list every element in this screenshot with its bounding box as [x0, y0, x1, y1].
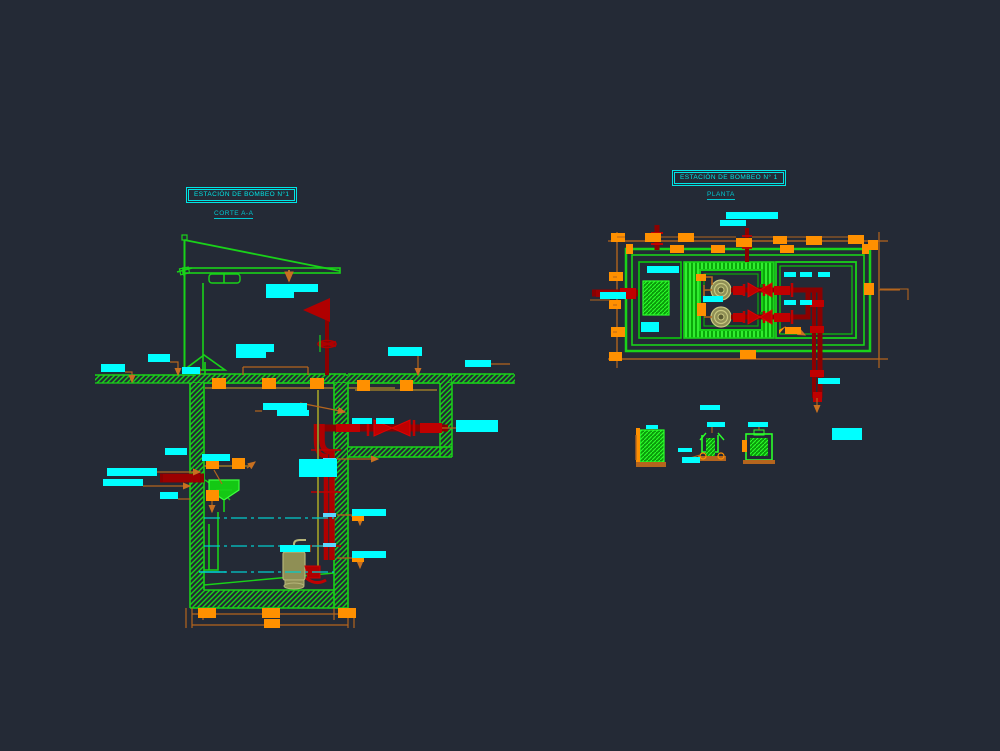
- plan-text-label-8: [818, 272, 830, 277]
- section-text-label-21: [280, 545, 310, 552]
- plan-subtitle: PLANTA: [707, 191, 735, 200]
- section-text-label-6: [388, 347, 422, 356]
- pump-2: [710, 306, 732, 328]
- section-text-label-22: [182, 367, 200, 374]
- plan-text-label-12: [832, 428, 862, 440]
- section-text-label-13: [107, 468, 157, 476]
- plan-text-label-0: [726, 212, 778, 219]
- section-text-label-9: [277, 410, 309, 416]
- section-text-label-8: [263, 403, 307, 410]
- section-text-label-20: [352, 551, 386, 558]
- plan-text-label-2: [647, 266, 679, 273]
- plan-text-label-11: [818, 378, 840, 384]
- wet-well-structure: [189, 383, 349, 609]
- section-text-label-7: [465, 360, 491, 367]
- section-view-corte-aa: [95, 234, 515, 628]
- section-text-label-17: [160, 492, 178, 499]
- plan-text-label-15: [748, 422, 768, 427]
- section-text-label-4: [148, 354, 170, 362]
- plan-text-label-14: [707, 422, 725, 427]
- plan-text-label-6: [784, 272, 796, 277]
- plan-text-label-3: [703, 296, 723, 302]
- section-text-label-19: [352, 509, 386, 516]
- section-text-label-15: [165, 448, 187, 455]
- section-text-label-11: [376, 418, 394, 424]
- plan-text-label-18: [682, 457, 700, 463]
- detail-bomba: [698, 432, 726, 461]
- plan-text-label-9: [784, 300, 796, 305]
- plan-text-label-13: [700, 405, 720, 410]
- plan-text-label-16: [646, 425, 658, 429]
- plan-title-box: ESTACIÓN DE BOMBEO N° 1: [672, 170, 786, 186]
- bottom-elbow: [204, 512, 219, 571]
- section-text-label-0: [266, 284, 318, 292]
- top-slab: [196, 366, 395, 389]
- section-text-label-10: [352, 418, 372, 424]
- vent-pipe: [303, 298, 337, 375]
- section-text-label-2: [236, 344, 274, 352]
- detail-motor: [742, 429, 775, 464]
- discharge-piping-plan: [731, 282, 824, 402]
- valve-chamber: [348, 373, 453, 458]
- plan-text-label-5: [600, 292, 626, 299]
- plan-text-label-1: [720, 220, 746, 226]
- section-title-box: ESTACIÓN DE BOMBEO N°1: [186, 187, 298, 203]
- section-text-label-1: [266, 292, 294, 298]
- section-title-text: ESTACIÓN DE BOMBEO N°1: [188, 189, 296, 201]
- plan-title-text: ESTACIÓN DE BOMBEO N° 1: [674, 172, 784, 184]
- plan-text-label-4: [641, 322, 659, 332]
- inlet-pipe: [160, 473, 240, 512]
- detail-tablero: [635, 428, 666, 467]
- water-levels: [204, 517, 334, 573]
- plan-text-label-10: [800, 300, 812, 305]
- left-chamber-plan: [638, 261, 682, 339]
- plan-view: [590, 225, 909, 414]
- wet-well-slab-plan: [683, 261, 775, 339]
- section-text-label-3: [236, 352, 266, 358]
- section-text-label-18: [299, 459, 337, 477]
- section-text-label-12: [456, 420, 498, 432]
- detail-views: [635, 426, 775, 467]
- section-text-label-16: [202, 454, 230, 461]
- section-subtitle: CORTE A-A: [214, 210, 254, 219]
- section-text-label-5: [101, 364, 125, 372]
- text-label-blocks: [101, 212, 862, 558]
- section-text-label-14: [103, 479, 143, 486]
- plan-text-label-17: [678, 448, 692, 452]
- plan-text-label-7: [800, 272, 812, 277]
